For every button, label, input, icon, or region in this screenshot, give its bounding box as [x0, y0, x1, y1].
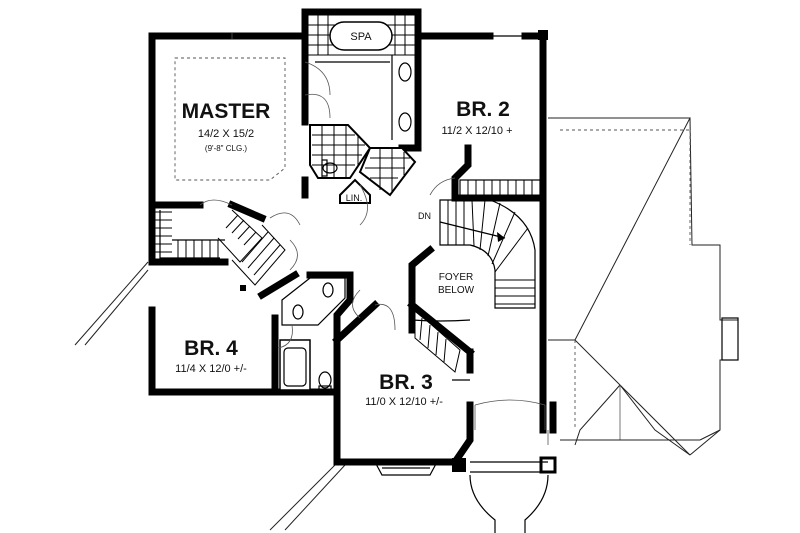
br4-room-size: 11/4 X 12/0 +/-: [175, 363, 247, 375]
master-room-name: MASTER: [182, 100, 271, 123]
closets: [155, 179, 541, 373]
foyer-label-line1: FOYER: [439, 272, 473, 283]
entry-porch: [469, 399, 549, 533]
roof-outline: [547, 117, 739, 456]
room-labels: MASTER 14/2 X 15/2 (9'-8" CLG.) BR. 2 11…: [175, 98, 512, 408]
master-ceiling-note: (9'-8" CLG.): [205, 144, 247, 153]
down-label: DN: [418, 211, 431, 221]
linen-label: LIN.: [346, 193, 363, 203]
master-room-size: 14/2 X 15/2: [198, 128, 254, 140]
br2-room-size: 11/2 X 12/10 +: [441, 125, 512, 137]
br2-room-name: BR. 2: [456, 98, 510, 121]
exterior-walls: [148, 8, 557, 476]
foyer-label-line2: BELOW: [438, 285, 475, 296]
door-swings: [199, 61, 456, 349]
master-bath: SPA LIN.: [307, 14, 417, 204]
br3-room-size: 11/0 X 12/10 +/-: [365, 396, 443, 408]
br3-room-name: BR. 3: [379, 371, 433, 394]
left-roof-line: [74, 261, 346, 531]
stairs: DN: [411, 199, 536, 322]
hall-bath: [279, 277, 346, 391]
br4-room-name: BR. 4: [184, 337, 238, 360]
master-tray-ceiling: [174, 57, 286, 181]
spa-label: SPA: [350, 31, 372, 43]
